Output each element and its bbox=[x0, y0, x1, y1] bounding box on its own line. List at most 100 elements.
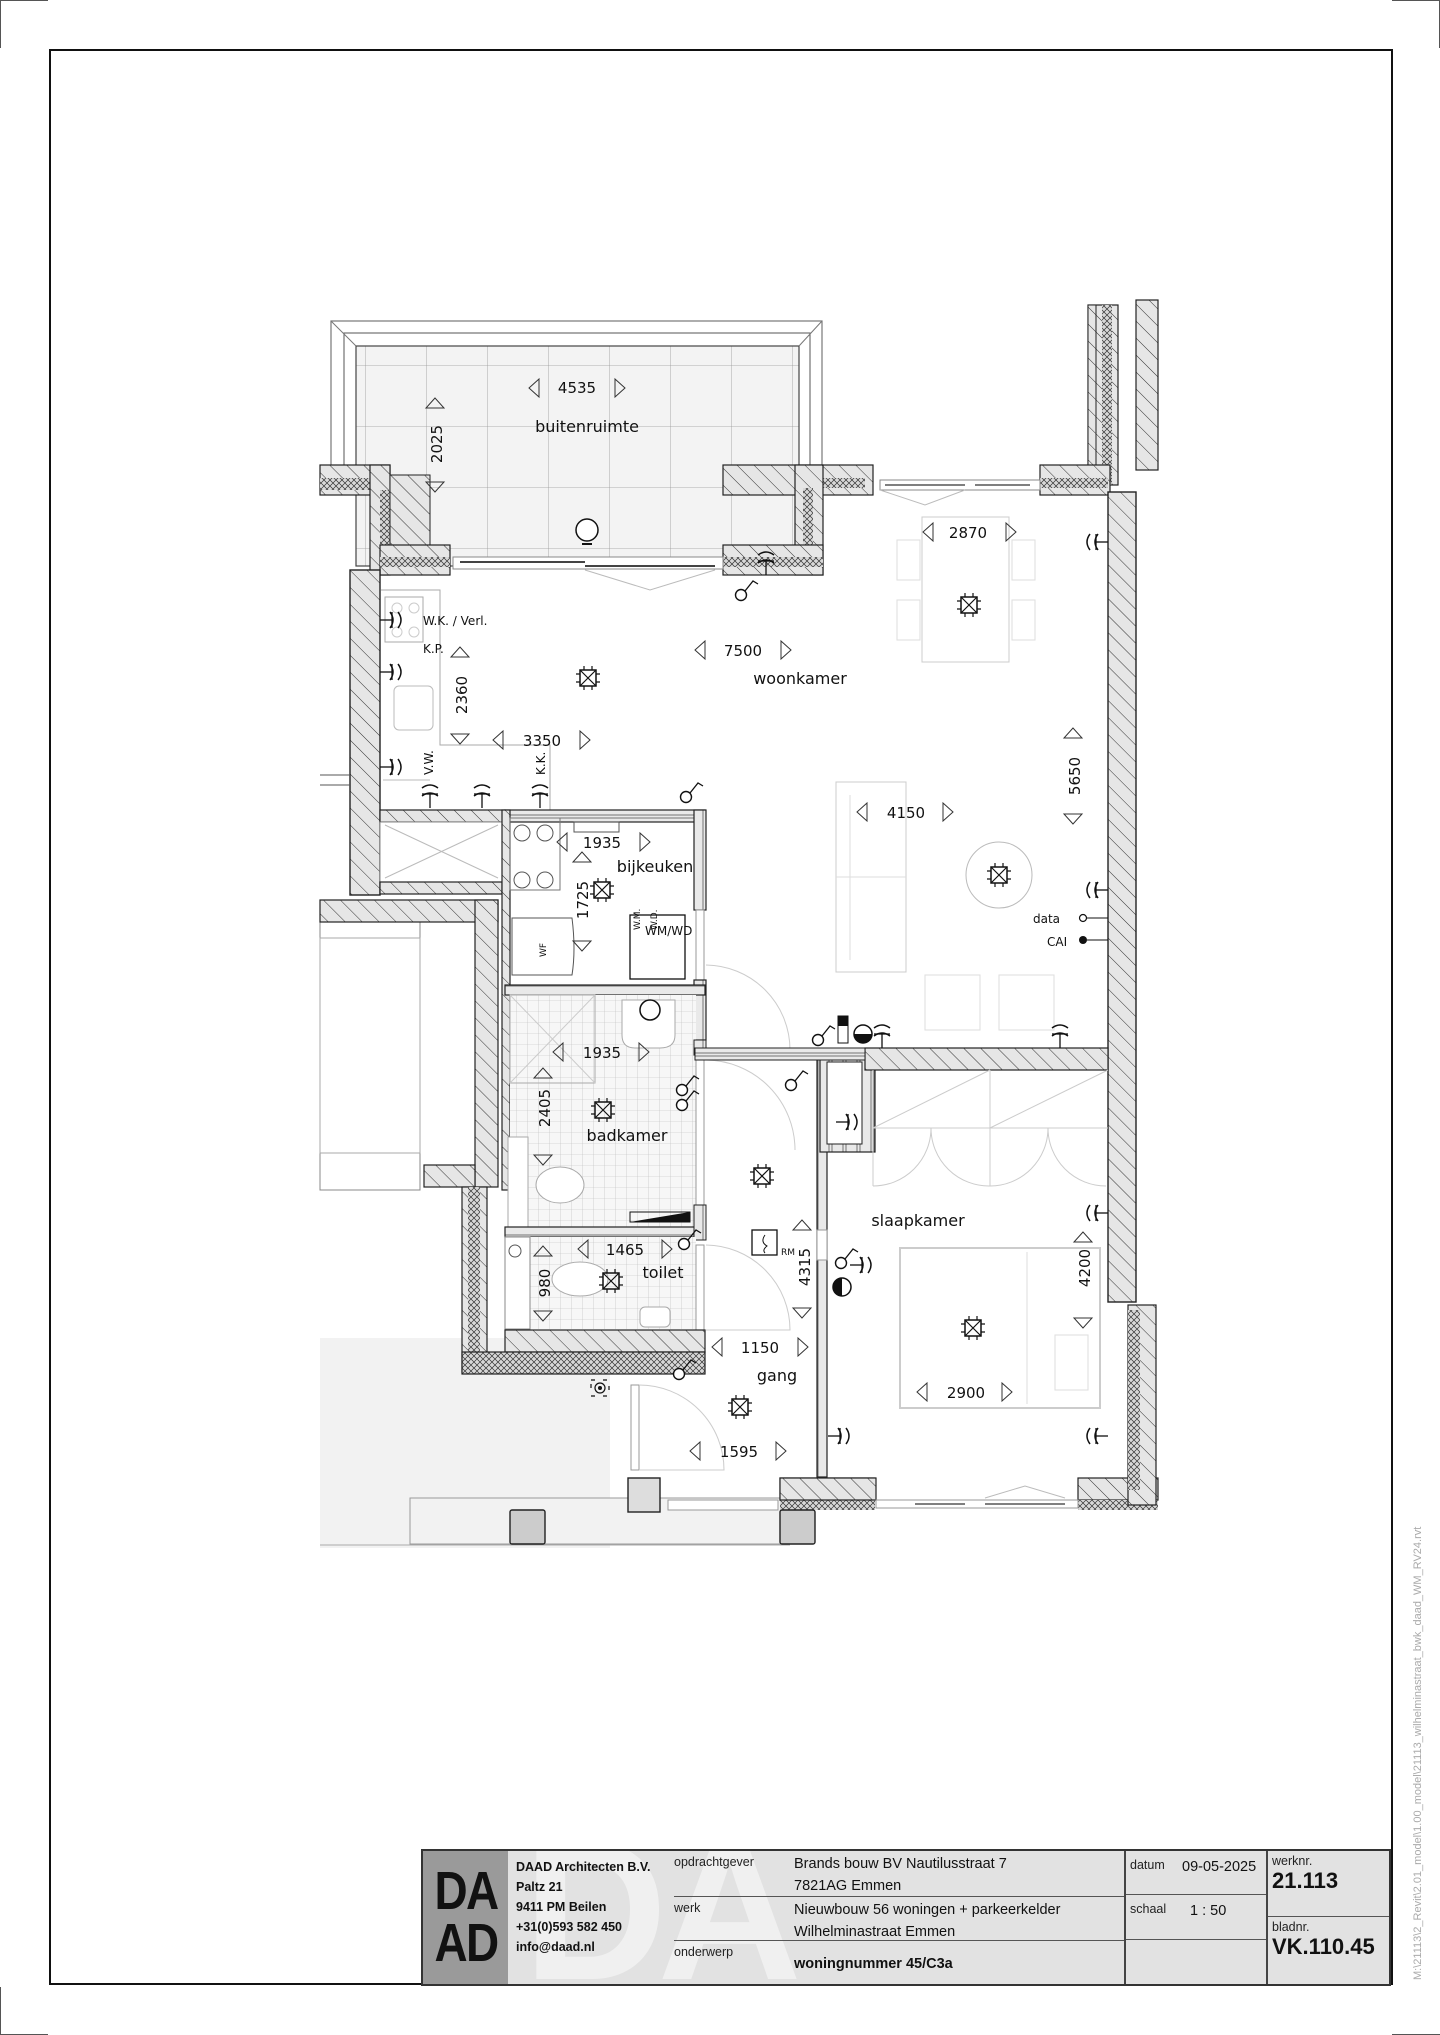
dimension-toilet-h: 980 bbox=[533, 1245, 554, 1322]
dimension-bijk-w: 1935 bbox=[556, 832, 651, 852]
thermostat-icon bbox=[853, 1024, 873, 1044]
room-label-toilet: toilet bbox=[642, 1263, 683, 1282]
schaal-value: 1 : 50 bbox=[1190, 1903, 1227, 1920]
socket-icon bbox=[1086, 1204, 1109, 1222]
dimension-toilet-w: 1465 bbox=[577, 1239, 673, 1259]
dimension-bad-w: 1935 bbox=[552, 1042, 650, 1062]
ceiling-light-icon bbox=[956, 592, 982, 618]
svg-text:2405: 2405 bbox=[536, 1089, 554, 1127]
dimension-sofa-w: 4150 bbox=[856, 802, 954, 822]
kk-label: K.K. bbox=[534, 752, 548, 775]
company-name: DAAD Architecten B.V. bbox=[516, 1860, 651, 1874]
company-phone: +31(0)593 582 450 bbox=[516, 1920, 622, 1934]
svg-text:3350: 3350 bbox=[523, 732, 561, 750]
socket-icon bbox=[379, 611, 402, 629]
light-switch-icon bbox=[679, 782, 704, 804]
wd-short-label: W.D. bbox=[650, 909, 660, 930]
socket-icon bbox=[1086, 533, 1109, 551]
dimension-bad-h: 2405 bbox=[533, 1067, 554, 1166]
dimension-woon-w: 7500 bbox=[694, 640, 792, 660]
rm-label: RM bbox=[781, 1248, 795, 1258]
ceiling-light-icon bbox=[749, 1163, 775, 1189]
dimension-buiten-h: 2025 bbox=[425, 397, 446, 493]
cai-outlet-icon bbox=[1079, 936, 1087, 944]
light-switch-icon bbox=[734, 580, 759, 602]
socket-icon bbox=[827, 1427, 850, 1445]
svg-text:1150: 1150 bbox=[741, 1339, 779, 1357]
socket-icon bbox=[531, 784, 549, 809]
company-street: Paltz 21 bbox=[516, 1880, 563, 1894]
onderwerp-label: onderwerp bbox=[674, 1945, 734, 1959]
dimension-gang-w: 1150 bbox=[711, 1337, 809, 1357]
title-block: DA AD DAAD DAAD Architecten B.V. Paltz 2… bbox=[421, 1849, 1391, 1986]
exterior-wall-right bbox=[1107, 491, 1137, 1303]
werknr-label: werknr. bbox=[1272, 1854, 1313, 1868]
light-switch-icon bbox=[784, 1070, 809, 1092]
svg-text:2870: 2870 bbox=[949, 524, 987, 542]
svg-text:2025: 2025 bbox=[428, 425, 446, 463]
bladnr-value: VK.110.45 bbox=[1272, 1934, 1375, 1959]
svg-text:4315: 4315 bbox=[796, 1248, 814, 1286]
room-label-gang: gang bbox=[757, 1366, 797, 1385]
socket-icon bbox=[379, 663, 402, 681]
svg-text:4200: 4200 bbox=[1076, 1249, 1094, 1287]
data-outlet-icon bbox=[1078, 913, 1088, 923]
werk-line2: Wilhelminastraat Emmen bbox=[794, 1924, 956, 1940]
room-label-bijkeuken: bijkeuken bbox=[617, 857, 693, 876]
wk-verl-label: W.K. / Verl. bbox=[423, 614, 487, 628]
ceiling-light-icon bbox=[598, 1268, 624, 1294]
light-switch-icon bbox=[811, 1025, 836, 1047]
wm-short-label: W.M. bbox=[633, 909, 643, 930]
room-label-woonkamer: woonkamer bbox=[753, 669, 847, 688]
svg-text:2360: 2360 bbox=[453, 676, 471, 714]
socket-icon bbox=[473, 784, 491, 809]
file-path: M:\21113\2_Revit\2.01_model\1.00_model\2… bbox=[1412, 1526, 1424, 1980]
crop-mark bbox=[1392, 0, 1440, 1]
svg-text:2900: 2900 bbox=[947, 1384, 985, 1402]
thermostat-icon bbox=[832, 1277, 852, 1297]
dimension-table-w: 2870 bbox=[922, 522, 1017, 542]
svg-text:1725: 1725 bbox=[574, 881, 592, 919]
exterior-wall-left bbox=[349, 569, 381, 896]
dimension-slaap-w: 2900 bbox=[916, 1382, 1013, 1402]
svg-text:7500: 7500 bbox=[724, 642, 762, 660]
crop-mark bbox=[0, 0, 48, 1]
ceiling-light-icon bbox=[960, 1315, 986, 1341]
dimension-gang-w2: 1595 bbox=[689, 1441, 787, 1461]
room-label-buitenruimte: buitenruimte bbox=[535, 417, 639, 436]
doorbell-icon bbox=[590, 1379, 610, 1397]
wf-label: WF bbox=[539, 943, 549, 957]
werknr-value: 21.113 bbox=[1272, 1868, 1339, 1893]
opdrachtgever-label: opdrachtgever bbox=[674, 1855, 754, 1869]
wm-label: WM/WD bbox=[645, 924, 692, 938]
dimension-woon-h: 5650 bbox=[1063, 727, 1084, 825]
socket-icon bbox=[873, 1024, 891, 1049]
schaal-label: schaal bbox=[1130, 1902, 1167, 1917]
ceiling-light-icon bbox=[590, 1097, 616, 1123]
onderwerp-value: woningnummer 45/C3a bbox=[794, 1956, 953, 1972]
opdrachtgever-line2: 7821AG Emmen bbox=[794, 1878, 902, 1894]
socket-icon bbox=[1086, 881, 1109, 899]
socket-icon bbox=[379, 758, 402, 776]
ceiling-light-icon bbox=[575, 665, 601, 691]
ceiling-light-icon bbox=[986, 862, 1012, 888]
drawing-meta: datum 09-05-2025 schaal 1 : 50 bbox=[1124, 1851, 1266, 1984]
socket-icon bbox=[849, 1256, 872, 1274]
svg-text:4535: 4535 bbox=[558, 379, 596, 397]
svg-text:1465: 1465 bbox=[606, 1241, 644, 1259]
ceiling-light-icon bbox=[589, 877, 615, 903]
bladnr-label: bladnr. bbox=[1272, 1920, 1310, 1934]
company-city: 9411 PM Beilen bbox=[516, 1900, 607, 1914]
opdrachtgever-line1: Brands bouw BV Nautilusstraat 7 bbox=[794, 1856, 1007, 1872]
kp-label: K.P. bbox=[423, 642, 444, 656]
company-info: DAAD Architecten B.V. Paltz 21 9411 PM B… bbox=[508, 1851, 674, 1984]
svg-text:980: 980 bbox=[536, 1269, 554, 1298]
datum-label: datum bbox=[1130, 1858, 1165, 1872]
daad-logo: DA AD bbox=[423, 1851, 508, 1984]
room-label-slaapkamer: slaapkamer bbox=[871, 1211, 965, 1230]
vw-label: V.W. bbox=[422, 750, 436, 775]
svg-text:1935: 1935 bbox=[583, 834, 621, 852]
socket-icon bbox=[1086, 1427, 1109, 1445]
ceiling-light-icon bbox=[727, 1394, 753, 1420]
